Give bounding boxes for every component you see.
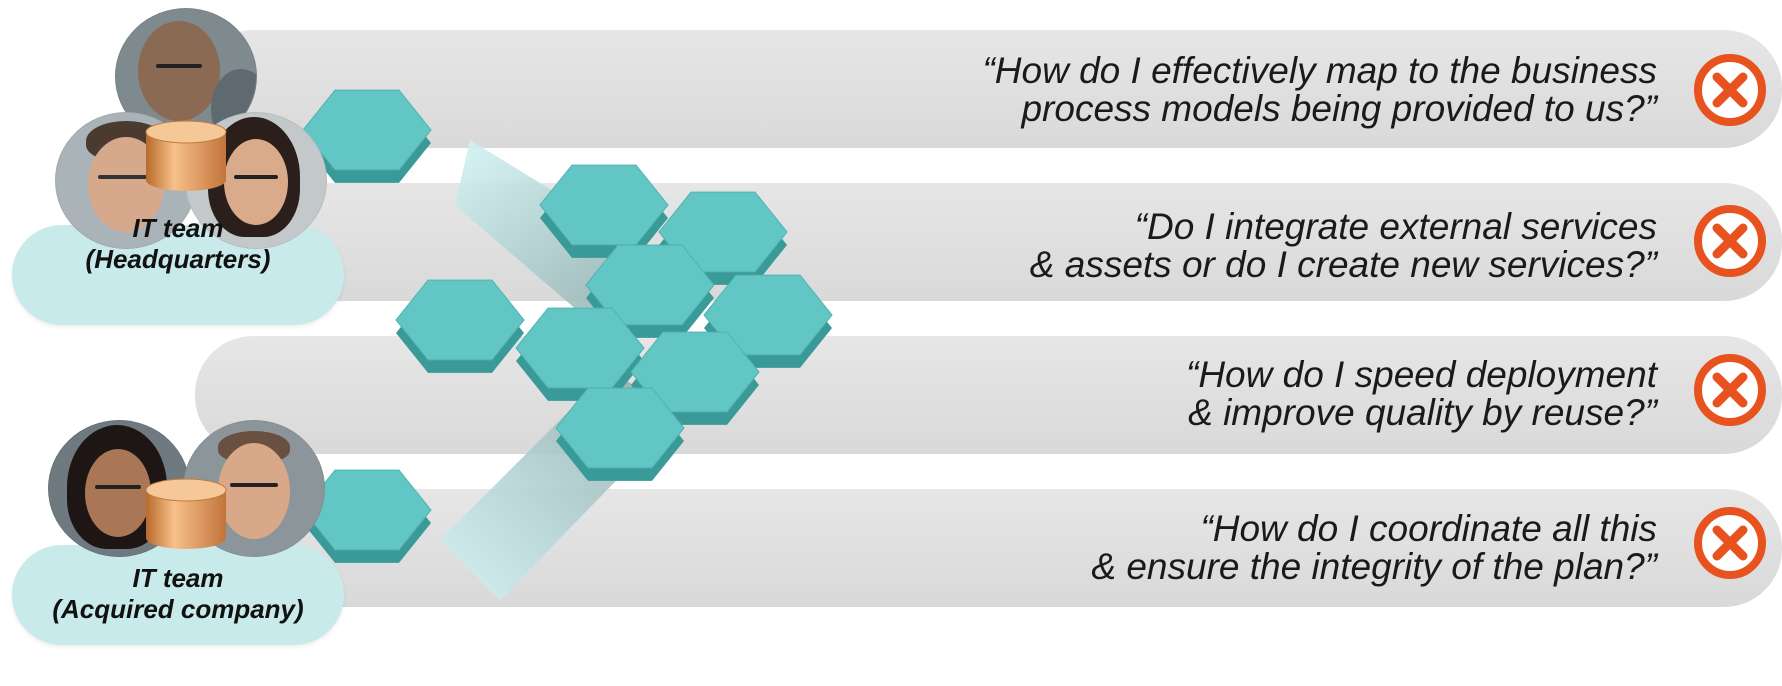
question-3-line1: “How do I speed deployment (1186, 354, 1657, 395)
team-headquarters-line2: (Headquarters) (85, 244, 271, 274)
question-text-3: “How do I speed deployment & improve qua… (1186, 356, 1657, 432)
question-text-4: “How do I coordinate all this & ensure t… (1091, 510, 1657, 586)
team-headquarters-pill (12, 225, 344, 325)
x-circle-icon (1694, 205, 1766, 277)
x-circle-icon (1694, 54, 1766, 126)
team-acquired-pill (12, 545, 344, 645)
team-acquired-line2: (Acquired company) (52, 594, 304, 624)
database-icon (145, 478, 227, 549)
hexagon-tile (658, 191, 788, 273)
hexagon-tile (585, 244, 715, 326)
question-2-line2: & assets or do I create new services?” (1029, 244, 1657, 285)
team-headquarters-line1: IT team (132, 213, 224, 243)
x-circle-icon (1694, 354, 1766, 426)
question-4-line1: “How do I coordinate all this (1200, 508, 1657, 549)
team-acquired-line1: IT team (132, 563, 224, 593)
question-4-line2: & ensure the integrity of the plan?” (1091, 546, 1657, 587)
team-acquired-label: IT team (Acquired company) (12, 563, 344, 625)
team-headquarters-label: IT team (Headquarters) (12, 213, 344, 275)
question-text-2: “Do I integrate external services & asse… (1030, 208, 1657, 284)
hexagon-tile (555, 387, 685, 469)
question-1-line1: “How do I effectively map to the busines… (982, 50, 1657, 91)
question-2-line1: “Do I integrate external services (1134, 206, 1657, 247)
database-icon (145, 120, 227, 191)
question-3-line2: & improve quality by reuse?” (1188, 392, 1657, 433)
question-text-1: “How do I effectively map to the busines… (982, 52, 1657, 128)
question-1-line2: process models being provided to us?” (1021, 88, 1657, 129)
hexagon-tile (703, 274, 833, 356)
question-bar-1 (195, 30, 1782, 148)
hexagon-tile (630, 331, 760, 413)
hexagon-tile (395, 279, 525, 361)
x-circle-icon (1694, 507, 1766, 579)
